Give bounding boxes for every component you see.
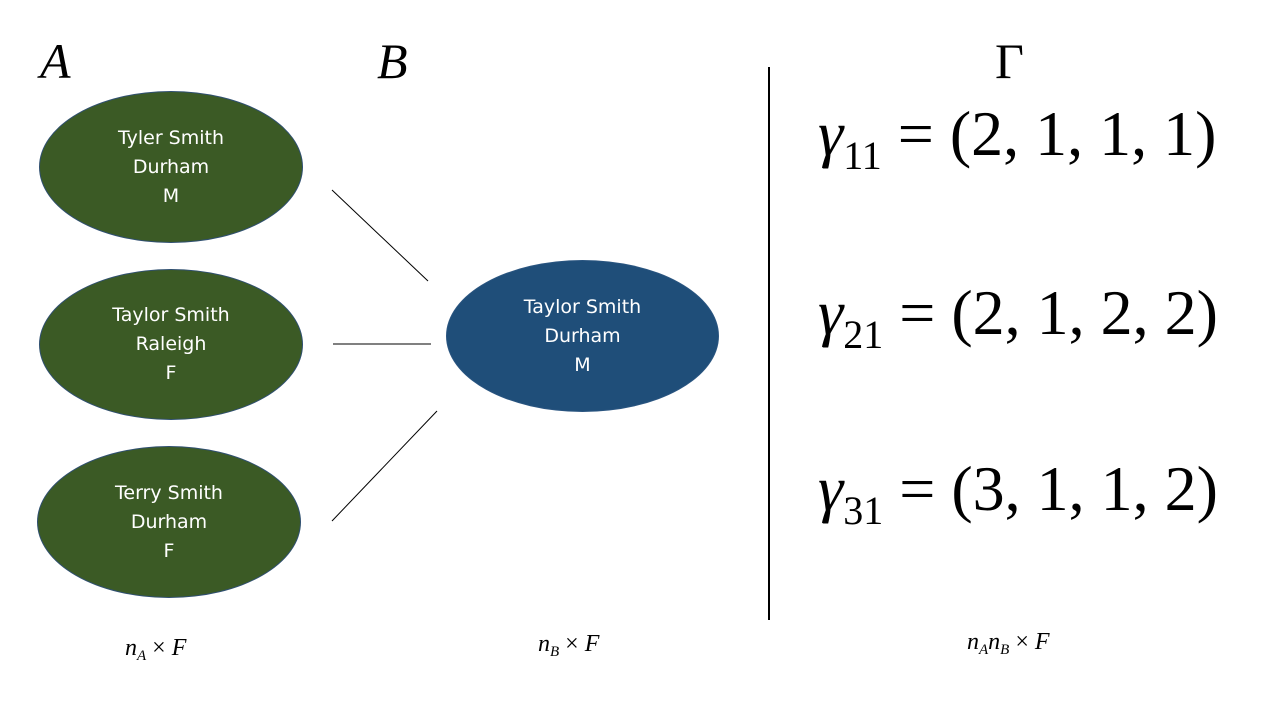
dim-times: × <box>559 631 585 657</box>
record-sex: F <box>165 362 177 384</box>
dim-sub: B <box>550 644 560 660</box>
gamma-symbol: γ <box>818 277 844 348</box>
comparison-vector-31: γ31 = (3, 1, 1, 2) <box>818 452 1218 534</box>
dim-times: × <box>1009 629 1035 655</box>
dim-times: × <box>146 635 172 661</box>
record-node-b1: Taylor Smith Durham M <box>446 260 719 412</box>
record-city: Durham <box>544 324 621 347</box>
vertical-divider <box>768 67 770 620</box>
comparison-vector-11: γ11 = (2, 1, 1, 1) <box>818 97 1216 179</box>
set-a-heading: A <box>40 33 71 89</box>
comparison-vector-21: γ21 = (2, 1, 2, 2) <box>818 276 1218 358</box>
set-b-dimension: nB × F <box>538 631 599 661</box>
vector-value: = (3, 1, 1, 2) <box>883 453 1218 524</box>
dim-sub: B <box>1000 642 1010 658</box>
dim-n: n <box>967 629 979 655</box>
dim-n: n <box>125 635 137 661</box>
record-sex: F <box>163 539 175 562</box>
dim-f: F <box>584 631 600 657</box>
record-name: Taylor Smith <box>112 304 230 326</box>
dim-n: n <box>988 629 1001 655</box>
record-name: Tyler Smith <box>117 126 225 149</box>
vector-index: 11 <box>843 133 882 178</box>
gamma-dimension: nAnB × F <box>967 629 1050 659</box>
connector-line-3 <box>331 410 438 522</box>
record-node-a1: Tyler Smith Durham M <box>39 91 303 243</box>
record-name: Terry Smith <box>115 481 223 504</box>
gamma-symbol: γ <box>818 453 844 524</box>
connector-line-1 <box>331 189 429 282</box>
gamma-symbol: γ <box>818 98 844 169</box>
vector-index: 21 <box>843 312 884 357</box>
dim-f: F <box>1034 629 1050 655</box>
record-name: Taylor Smith <box>523 295 642 318</box>
vector-index: 31 <box>843 488 884 533</box>
record-city: Durham <box>130 510 208 533</box>
dim-sub: A <box>137 648 147 664</box>
vector-value: = (2, 1, 2, 2) <box>883 277 1218 348</box>
dim-f: F <box>171 635 187 661</box>
gamma-heading: Γ <box>995 33 1024 89</box>
dim-n: n <box>538 631 550 657</box>
record-sex: M <box>162 184 180 207</box>
record-node-a2: Taylor Smith Raleigh F <box>39 269 303 420</box>
vector-value: = (2, 1, 1, 1) <box>881 98 1217 169</box>
record-city: Raleigh <box>135 333 207 355</box>
record-city: Durham <box>132 155 210 178</box>
set-b-heading: B <box>377 33 408 89</box>
record-node-a3: Terry Smith Durham F <box>37 446 301 598</box>
dim-sub: A <box>979 642 989 658</box>
record-sex: M <box>574 353 591 376</box>
set-a-dimension: nA × F <box>125 635 186 665</box>
